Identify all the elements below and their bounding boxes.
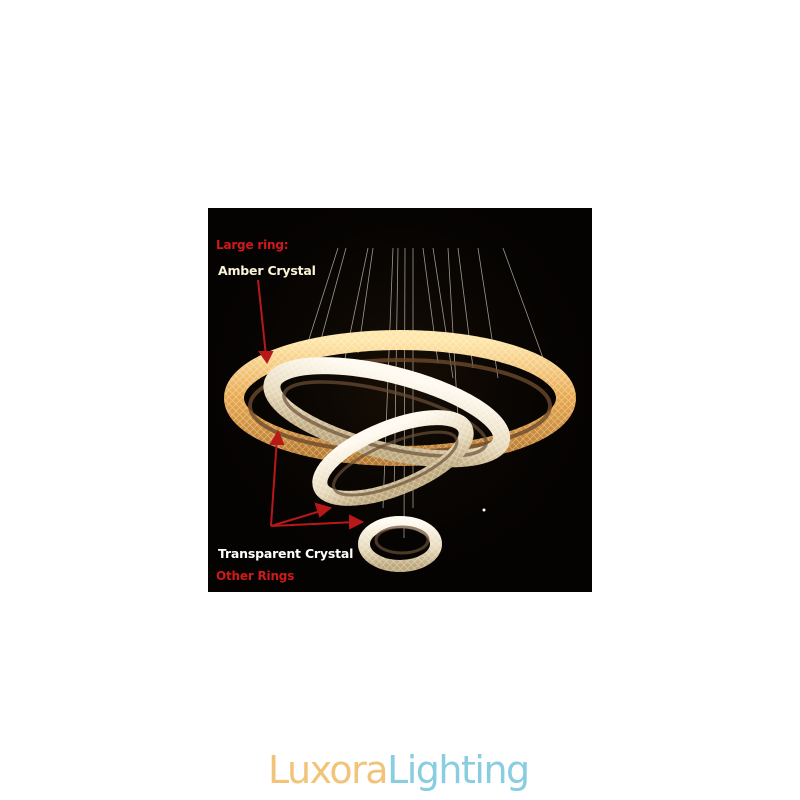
product-photo: Large ring: Amber Crystal Transparent Cr…: [208, 208, 592, 592]
chandelier-illustration: [208, 208, 592, 592]
large-ring-heading: Large ring:: [216, 238, 289, 252]
brand-name-part1: Luxora: [268, 748, 389, 792]
large-ring-value: Amber Crystal: [218, 263, 316, 278]
small-clear-ring: [312, 410, 474, 506]
sparkle: [482, 508, 486, 512]
annotation-arrows: [257, 279, 365, 530]
brand-name-part2: Lighting: [387, 748, 530, 792]
other-rings-heading: Other Rings: [216, 569, 295, 583]
brand-logo: LuxoraLighting: [268, 748, 530, 792]
smallest-clear-ring: [358, 516, 442, 572]
other-rings-value: Transparent Crystal: [218, 546, 354, 561]
